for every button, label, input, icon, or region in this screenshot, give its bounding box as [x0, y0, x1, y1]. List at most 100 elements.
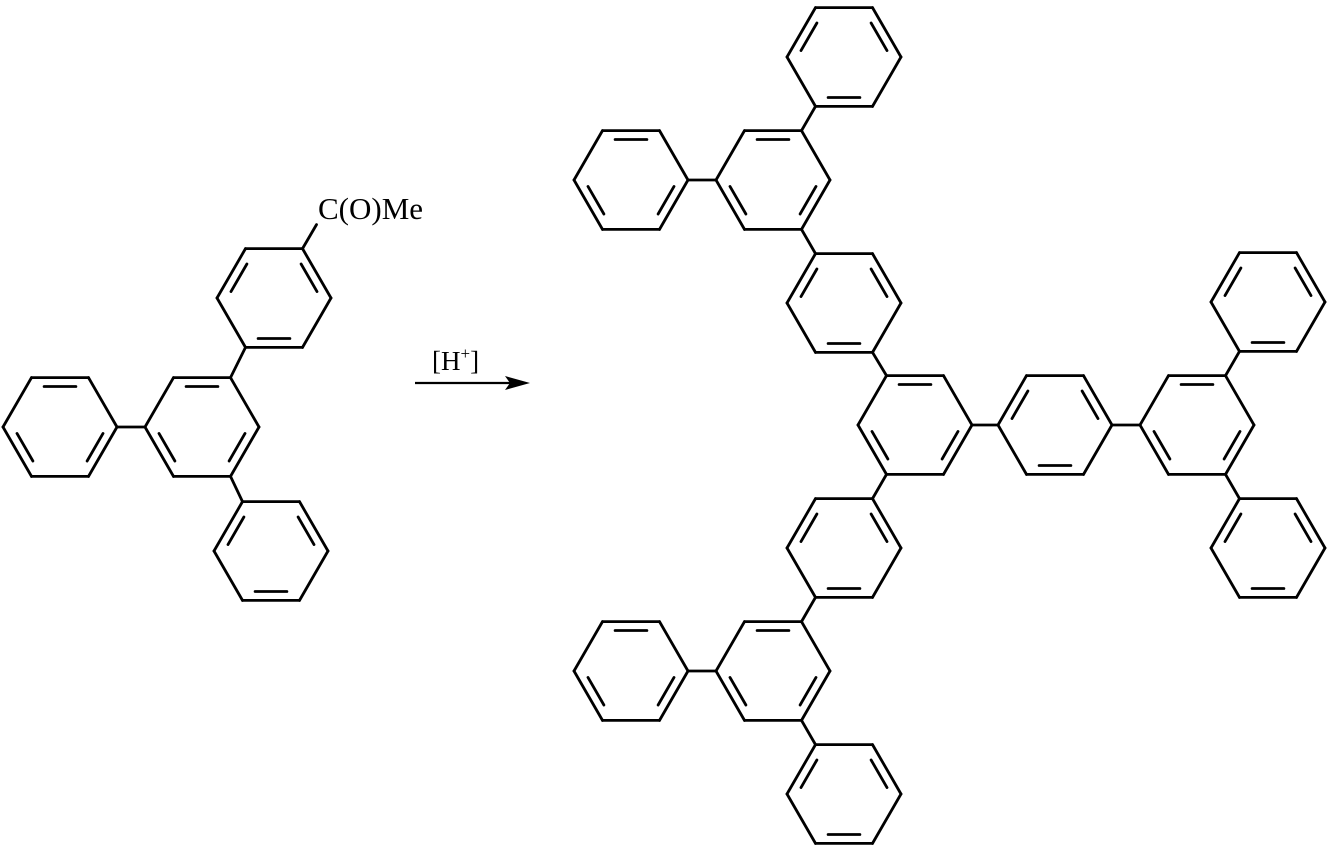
ring-double-bond: [226, 515, 246, 546]
ring-double-bond: [1222, 430, 1242, 461]
ring-bond: [1295, 497, 1327, 550]
ring-bond: [572, 178, 604, 231]
ring-bond: [572, 129, 604, 182]
benzene-ring: [785, 497, 903, 599]
ring-bond: [572, 669, 604, 722]
ring-double-bond: [870, 430, 890, 461]
reactant-molecule: [1, 223, 333, 602]
ring-bond: [785, 743, 817, 796]
ring-bond: [658, 178, 690, 231]
ring-bond: [229, 425, 261, 478]
ring-double-bond: [799, 267, 819, 298]
ring-bond: [1082, 423, 1114, 476]
ring-bond: [714, 129, 746, 182]
ring-bond: [856, 374, 888, 427]
ring-bond: [1082, 374, 1114, 427]
single-bond: [800, 718, 817, 747]
arrow-head: [505, 376, 530, 390]
ring-double-bond: [798, 676, 818, 707]
ring-bond: [1209, 497, 1241, 550]
ring-double-bond: [1223, 266, 1243, 297]
ring-bond: [215, 247, 247, 300]
ring-bond: [1209, 546, 1241, 599]
ring-bond: [1295, 546, 1327, 599]
ring-bond: [298, 549, 330, 602]
ring-double-bond: [799, 21, 819, 52]
ring-bond: [996, 374, 1028, 427]
ring-double-bond: [1223, 512, 1243, 543]
ring-bond: [658, 129, 690, 182]
acetyl-bond: [301, 223, 318, 251]
ring-bond: [1209, 251, 1241, 304]
ring-bond: [871, 792, 903, 845]
single-bond: [229, 345, 247, 380]
ring-bond: [1, 425, 33, 478]
ring-double-bond: [299, 262, 319, 293]
ring-bond: [143, 376, 175, 429]
benzene-ring: [143, 376, 261, 478]
benzene-ring: [714, 620, 832, 722]
single-bond: [1224, 472, 1241, 501]
ring-bond: [785, 546, 817, 599]
benzene-ring: [856, 374, 974, 476]
ring-bond: [785, 792, 817, 845]
ring-bond: [942, 374, 974, 427]
ring-double-bond: [15, 432, 35, 463]
benzene-ring: [572, 620, 690, 722]
ring-bond: [856, 423, 888, 476]
ring-bond: [871, 55, 903, 108]
reagent-charge: +: [461, 344, 471, 363]
ring-bond: [1138, 374, 1170, 427]
ring-double-bond: [85, 432, 105, 463]
ring-bond: [143, 425, 175, 478]
ring-bond: [298, 500, 330, 553]
benzene-ring: [1, 376, 119, 478]
ring-bond: [800, 620, 832, 673]
ring-double-bond: [799, 758, 819, 789]
ring-bond: [996, 423, 1028, 476]
ring-double-bond: [799, 512, 819, 543]
ring-bond: [87, 376, 119, 429]
substituent-label: C(O)Me: [318, 191, 423, 226]
ring-bond: [1138, 423, 1170, 476]
ring-bond: [800, 669, 832, 722]
single-bond: [871, 472, 888, 501]
ring-bond: [800, 178, 832, 231]
ring-bond: [87, 425, 119, 478]
ring-bond: [1295, 300, 1327, 353]
ring-bond: [1295, 251, 1327, 304]
ring-double-bond: [229, 262, 249, 293]
ring-double-bond: [1293, 512, 1313, 543]
ring-double-bond: [586, 185, 606, 216]
ring-bond: [942, 423, 974, 476]
reagent-label: [H+]: [432, 344, 479, 376]
ring-bond: [714, 178, 746, 231]
reagent-bracket: ]: [470, 346, 479, 376]
ring-bond: [229, 376, 261, 429]
single-bond: [229, 474, 244, 504]
benzene-ring: [215, 247, 333, 349]
ring-double-bond: [656, 185, 676, 216]
benzene-ring: [1209, 497, 1327, 599]
benzene-ring: [1138, 374, 1256, 476]
ring-bond: [800, 129, 832, 182]
single-bond: [1224, 349, 1241, 378]
ring-bond: [785, 301, 817, 354]
ring-bond: [658, 620, 690, 673]
ring-double-bond: [586, 676, 606, 707]
ring-bond: [714, 620, 746, 673]
ring-double-bond: [869, 512, 889, 543]
ring-double-bond: [656, 676, 676, 707]
benzene-ring: [212, 500, 330, 602]
benzene-ring: [714, 129, 832, 231]
ring-bond: [871, 546, 903, 599]
ring-double-bond: [1293, 266, 1313, 297]
reagent-text: [H: [432, 346, 461, 376]
benzene-ring: [572, 129, 690, 231]
reaction-arrow: [415, 376, 530, 390]
ring-bond: [785, 497, 817, 550]
ring-bond: [714, 669, 746, 722]
ring-double-bond: [1010, 389, 1030, 420]
